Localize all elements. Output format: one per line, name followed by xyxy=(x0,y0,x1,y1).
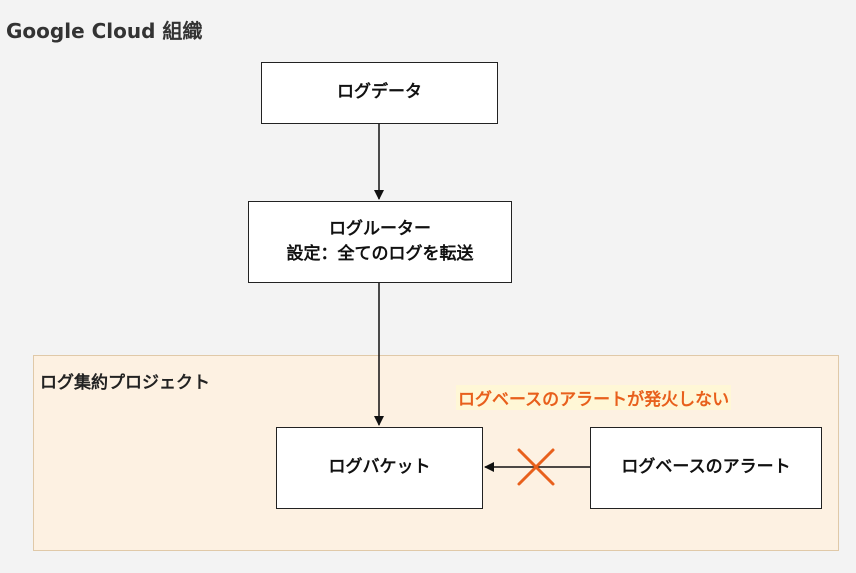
log-data-node: ログデータ xyxy=(261,62,498,124)
log-alert-node: ログベースのアラート xyxy=(590,427,822,509)
org-title: Google Cloud 組織 xyxy=(6,19,203,43)
log-router-title: ログルーター xyxy=(329,218,431,239)
log-data-label: ログデータ xyxy=(337,82,422,103)
log-bucket-label: ログバケット xyxy=(328,457,431,478)
log-router-node: ログルーター 設定：全てのログを転送 xyxy=(248,201,512,283)
cross-icon xyxy=(517,448,555,486)
warning-label: ログベースのアラートが発火しない xyxy=(456,385,732,410)
log-bucket-node: ログバケット xyxy=(276,427,483,509)
log-alert-label: ログベースのアラート xyxy=(621,457,791,478)
log-router-setting: 設定：全てのログを転送 xyxy=(286,244,474,264)
project-title: ログ集約プロジェクト xyxy=(40,373,210,393)
